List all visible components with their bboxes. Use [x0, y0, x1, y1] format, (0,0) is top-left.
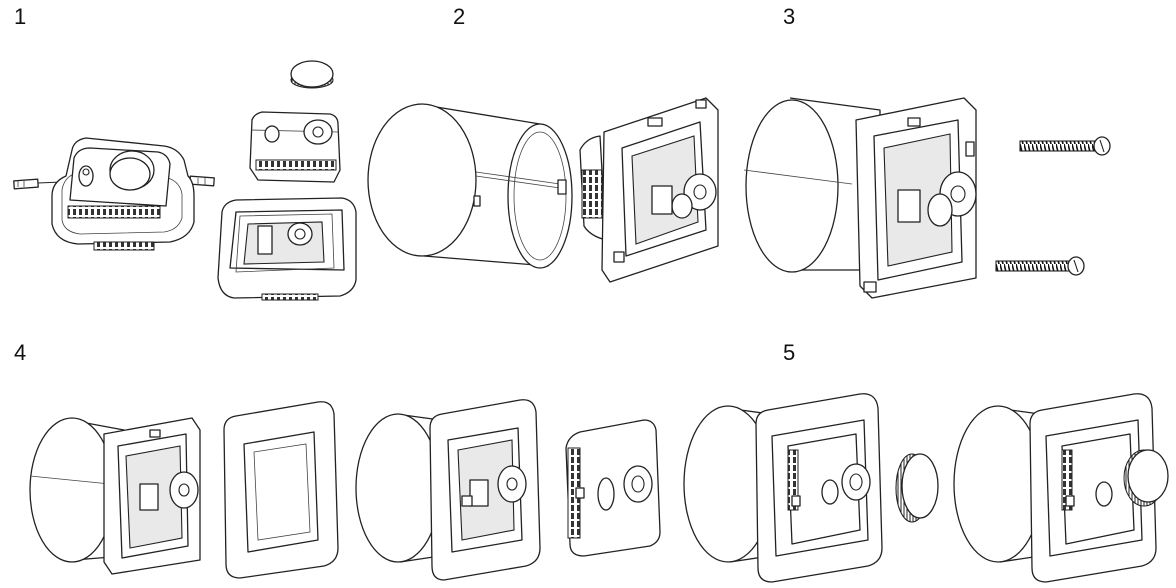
step4-box-with-insert: [29, 417, 201, 575]
front-cover-part: [249, 111, 341, 183]
knob-part: [290, 60, 334, 89]
step-label-1: 1: [14, 4, 27, 29]
assembled-thermostat: [51, 137, 195, 251]
step-label-4: 4: [14, 340, 27, 365]
wall-box-part: [367, 103, 573, 269]
screw-bottom-icon: [995, 256, 1085, 276]
step5-complete-assembly: [953, 393, 1169, 583]
frame-with-insert-part: [217, 197, 357, 301]
step5-box-with-cover: [683, 393, 883, 583]
insert-module-part: [579, 97, 719, 283]
screw-top-icon: [1019, 136, 1111, 156]
step-label-3: 3: [783, 4, 796, 29]
step4-box-with-frame: [355, 399, 541, 581]
screwdriver-left-icon: [13, 178, 63, 190]
step4-frame-part: [223, 401, 339, 579]
box-with-insert-assembly: [743, 97, 977, 299]
step-label-5: 5: [783, 340, 796, 365]
step5-knob-part: [895, 453, 939, 523]
step-label-2: 2: [453, 4, 466, 29]
step4-front-cover-part: [565, 419, 661, 557]
